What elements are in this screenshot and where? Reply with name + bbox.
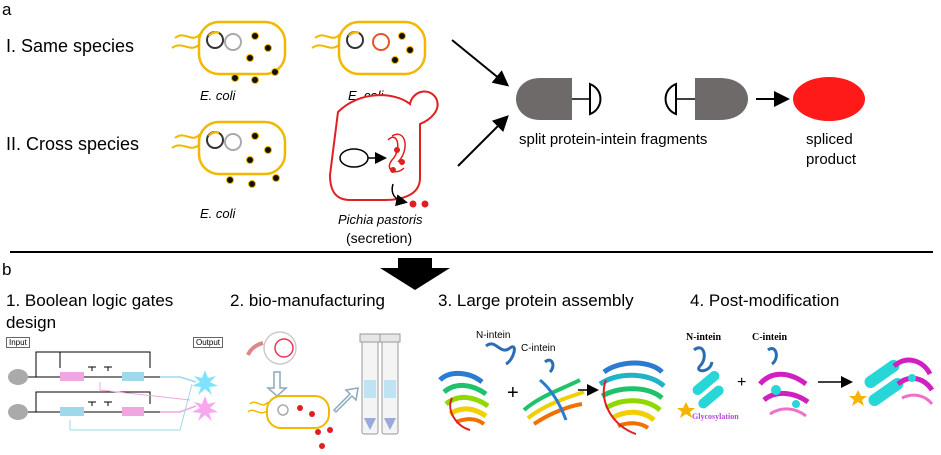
heading-large-protein-assembly: 3. Large protein assembly <box>438 291 634 310</box>
product-label-line1: spliced <box>806 131 853 148</box>
species-label-ecoli-1: E. coli <box>200 88 236 103</box>
bio-manufacturing-illustration <box>246 331 401 449</box>
protein-assembly-illustration <box>438 342 666 435</box>
n-fragment-shape <box>516 78 602 120</box>
panel-b-label: b <box>2 260 12 279</box>
heading-boolean-logic: 1. Boolean logic gates <box>6 291 174 310</box>
fragments-label: split protein-intein fragments <box>519 131 708 148</box>
glycosylation-label: Glycosylation <box>692 412 739 421</box>
plus-sign-3: + <box>507 382 519 404</box>
plus-sign-4: + <box>737 374 747 391</box>
row-same-species-label: I. Same species <box>6 36 135 56</box>
secretion-label: (secretion) <box>346 230 413 246</box>
c-intein-label-3: C-intein <box>521 343 556 354</box>
input-box-label: Input <box>6 337 30 348</box>
product-label-line2: product <box>806 151 857 168</box>
panel-a-label: a <box>2 0 12 19</box>
species-label-ecoli-3: E. coli <box>200 206 236 221</box>
post-modification-illustration <box>677 346 935 418</box>
heading-post-modification: 4. Post-modification <box>690 291 840 310</box>
logic-gate-circuit <box>8 351 218 431</box>
big-down-arrow <box>380 258 450 290</box>
c-intein-label-4: C-intein <box>752 332 787 343</box>
pichia-yeast-cell <box>328 90 439 208</box>
n-intein-label-3: N-intein <box>476 330 511 341</box>
heading-bio-manufacturing: 2. bio-manufacturing <box>230 291 385 310</box>
output-box-label: Output <box>193 337 224 348</box>
arrow-same-species <box>451 39 510 87</box>
ecoli-cell-2 <box>311 20 427 76</box>
arrow-cross-species <box>457 115 509 167</box>
ecoli-cell-3 <box>171 120 287 188</box>
n-intein-label-4: N-intein <box>686 332 721 343</box>
row-cross-species-label: II. Cross species <box>6 134 140 154</box>
spliced-product-shape <box>793 77 865 121</box>
c-fragment-shape <box>664 78 748 120</box>
heading-boolean-logic-cont: design <box>6 313 57 332</box>
ecoli-cell-1 <box>171 20 287 84</box>
species-label-pichia: Pichia pastoris <box>338 212 423 227</box>
